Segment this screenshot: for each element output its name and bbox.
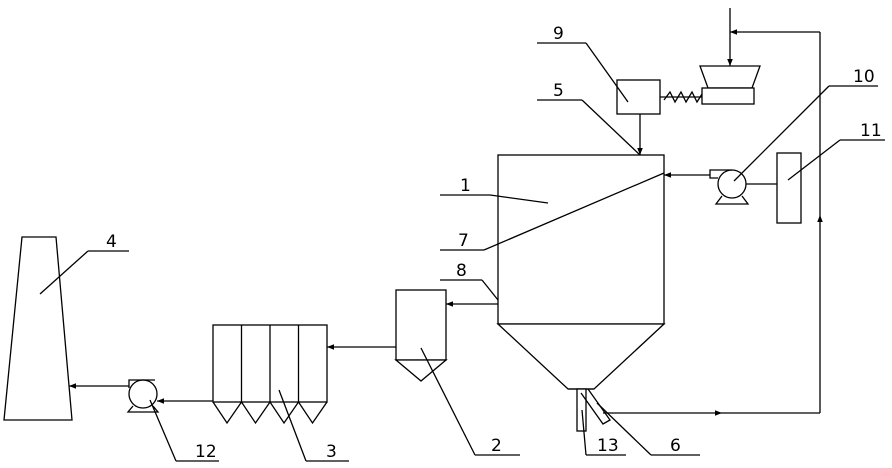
label-13: 13	[597, 436, 619, 456]
label-3: 3	[326, 442, 337, 462]
label-2: 2	[491, 436, 502, 456]
hopper	[699, 65, 761, 105]
feeder-9	[616, 79, 661, 115]
label-9: 9	[553, 24, 564, 44]
bag-filter-3	[212, 324, 328, 425]
leader-lines	[39, 42, 885, 462]
label-7: 7	[458, 231, 469, 251]
flow-lines	[69, 8, 823, 416]
label-5: 5	[553, 81, 564, 101]
label-12: 12	[195, 442, 217, 462]
label-6: 6	[670, 436, 681, 456]
component-labels: 4 12 3 2 1 7 8 9 5 10 11 13 6	[106, 24, 882, 462]
discharge-pipe-13	[576, 388, 587, 432]
reactor-vessel-1	[496, 154, 666, 390]
pump-10	[709, 169, 777, 205]
label-8: 8	[456, 261, 467, 281]
label-4: 4	[106, 232, 117, 252]
cyclone-separator-2	[394, 289, 448, 382]
label-11: 11	[860, 121, 882, 141]
label-10: 10	[853, 67, 875, 87]
screw-conveyor	[660, 90, 703, 104]
label-1: 1	[460, 176, 471, 196]
chimney-stack	[3, 236, 73, 421]
tank-11	[776, 152, 802, 224]
